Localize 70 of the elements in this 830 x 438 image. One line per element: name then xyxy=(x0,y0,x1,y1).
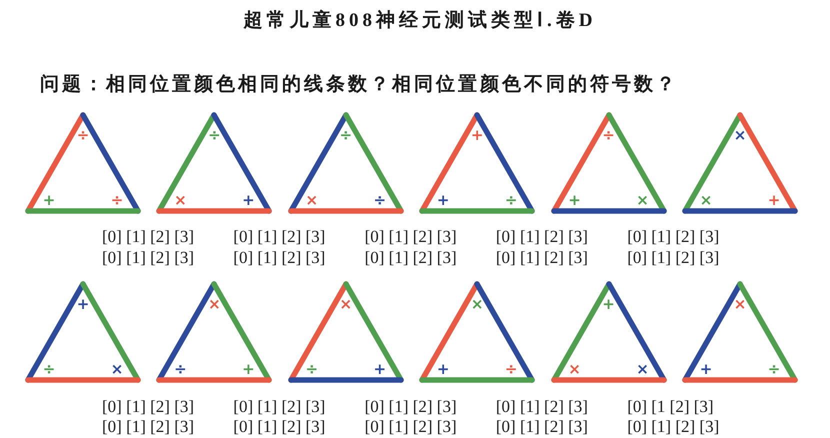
operator-symbol: + xyxy=(436,361,450,377)
operator-symbol: × xyxy=(567,361,582,377)
answer-options: [0] [1] [2] [3] xyxy=(627,228,720,246)
operator-symbol: + xyxy=(42,192,56,208)
operator-symbol: × xyxy=(207,296,222,312)
operator-symbol: × xyxy=(338,296,354,312)
operator-symbol: × xyxy=(173,192,188,208)
operator-symbol: + xyxy=(436,192,450,208)
operator-symbol: ÷ xyxy=(372,192,388,208)
operator-symbol: ÷ xyxy=(173,361,188,377)
operator-symbol: + xyxy=(372,361,388,377)
answer-options: [0] [1] [2] [3] xyxy=(364,228,457,246)
triangle xyxy=(155,111,274,215)
operator-symbol: × xyxy=(732,127,748,143)
triangle xyxy=(681,111,799,215)
triangle xyxy=(418,111,536,215)
answer-options: [0] [1] [2] [3] xyxy=(364,418,457,436)
operator-symbol: × xyxy=(304,192,320,208)
triangle xyxy=(550,280,668,384)
operator-symbol: + xyxy=(76,296,90,312)
triangle xyxy=(24,111,142,215)
operator-symbol: ÷ xyxy=(338,127,354,143)
answer-options: [0] [1] [2] [3] xyxy=(364,249,457,267)
question-text: 问题：相同位置颜色相同的线条数？相同位置颜色不同的符号数？ xyxy=(40,73,678,97)
triangle xyxy=(24,280,142,384)
operator-symbol: + xyxy=(766,192,782,208)
answer-options: [0] [1] [2] [3] xyxy=(496,228,588,246)
operator-symbol: + xyxy=(601,296,616,312)
operator-symbol: ÷ xyxy=(42,361,56,377)
operator-symbol: + xyxy=(698,361,714,377)
operator-symbol: × xyxy=(698,192,714,208)
operator-symbol: ÷ xyxy=(766,361,782,377)
operator-symbol: + xyxy=(241,192,256,208)
operator-symbol: ÷ xyxy=(304,361,320,377)
answer-options: [0] [1] [2] [3] xyxy=(233,249,326,267)
title: 超常儿童808神经元测试类型Ⅰ.卷D xyxy=(244,10,596,32)
answer-options: [0] [1 [2] [3] xyxy=(627,398,714,416)
answer-options: [0] [1] [2] [3] xyxy=(233,398,326,416)
answer-options: [0] [1] [2] [3] xyxy=(364,398,457,416)
operator-symbol: × xyxy=(110,361,124,377)
triangle xyxy=(286,280,405,384)
answer-options: [0] [1] [2] [3] xyxy=(627,249,720,267)
answer-options: [0] [1] [2] [3] xyxy=(233,228,326,246)
answer-options: [0] [1] [2] [3] xyxy=(102,249,194,267)
answer-options: [0] [1] [2] [3] xyxy=(102,418,194,436)
triangle xyxy=(286,111,405,215)
answer-options: [0] [1] [2] [3] xyxy=(496,418,588,436)
triangle xyxy=(550,111,668,215)
operator-symbol: ÷ xyxy=(207,127,222,143)
operator-symbol: × xyxy=(732,296,748,312)
operator-symbol: ÷ xyxy=(601,127,616,143)
answer-options: [0] [1] [2] [3] xyxy=(102,228,194,246)
answer-options: [0] [1] [2] [3] xyxy=(627,418,720,436)
operator-symbol: + xyxy=(241,361,256,377)
answer-options: [0] [1] [2] [3] xyxy=(102,398,194,416)
triangle xyxy=(681,280,799,384)
operator-symbol: + xyxy=(470,127,484,143)
operator-symbol: ÷ xyxy=(504,361,518,377)
operator-symbol: + xyxy=(567,192,582,208)
answer-options: [0] [1] [2] [3] xyxy=(496,398,588,416)
operator-symbol: × xyxy=(470,296,484,312)
answer-options: [0] [1] [2] [3] xyxy=(496,249,588,267)
operator-symbol: × xyxy=(635,361,650,377)
operator-symbol: × xyxy=(635,192,650,208)
operator-symbol: ÷ xyxy=(504,192,518,208)
operator-symbol: ÷ xyxy=(110,192,124,208)
answer-options: [0] [1] [2] [3] xyxy=(233,418,326,436)
triangle xyxy=(418,280,536,384)
triangle xyxy=(155,280,274,384)
operator-symbol: ÷ xyxy=(76,127,90,143)
